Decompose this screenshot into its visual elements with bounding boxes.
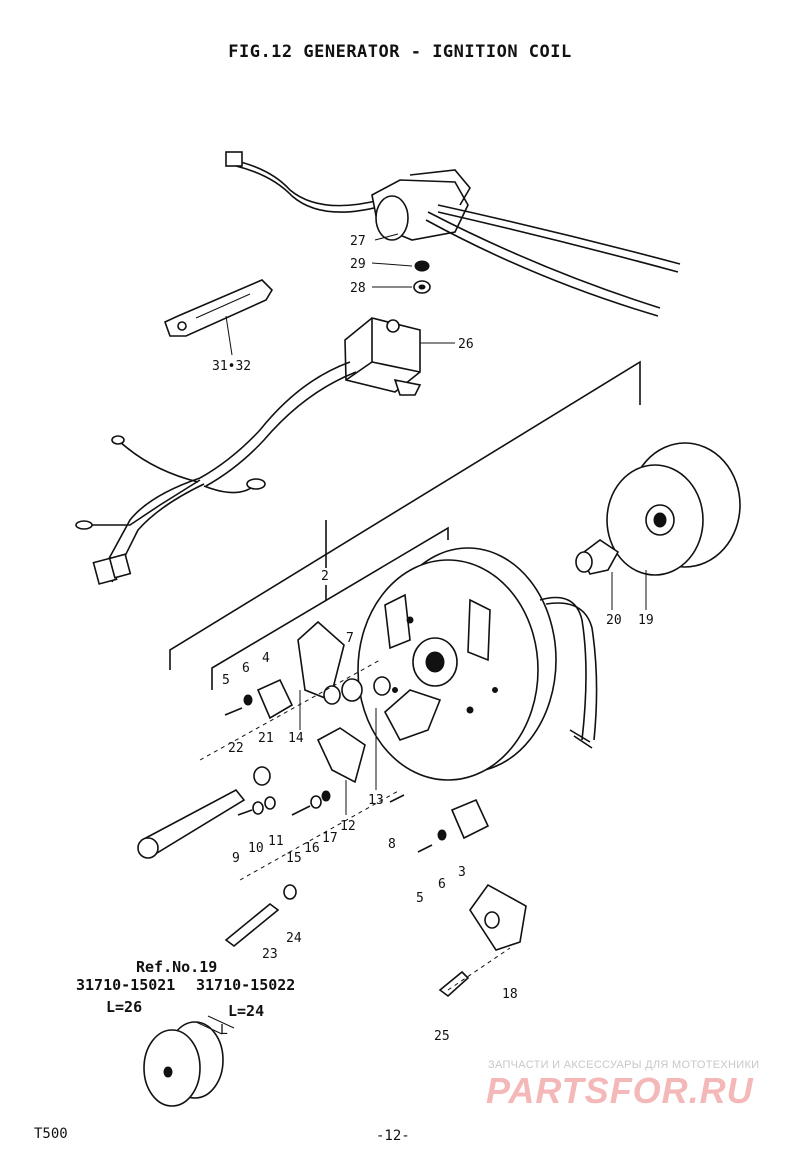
callout-5b: 5 — [416, 891, 424, 906]
callout-18: 18 — [502, 987, 518, 1002]
callout-4: 4 — [262, 651, 270, 666]
ref-length-b: L=24 — [228, 1002, 265, 1020]
spacer-20 — [575, 539, 620, 610]
callout-11: 11 — [268, 834, 284, 849]
callout-5a: 5 — [222, 673, 230, 688]
group-bracket-2 — [169, 360, 641, 690]
screw-15 — [291, 805, 311, 816]
callout-25: 25 — [434, 1029, 450, 1044]
ref-part-a: 31710-15021 — [76, 976, 176, 994]
contact-breaker-12 — [316, 727, 366, 815]
figure-title: FIG.12 GENERATOR - IGNITION COIL — [228, 42, 572, 62]
washer-7 — [323, 676, 391, 705]
washer-11 — [264, 796, 276, 810]
stator-base — [357, 547, 598, 781]
dashed-guide — [199, 659, 511, 991]
callout-16: 16 — [304, 841, 320, 856]
shaft-22 — [137, 788, 246, 859]
ref-heading: Ref.No.19 — [136, 958, 218, 976]
callout-22: 22 — [228, 741, 244, 756]
washer-21 — [253, 766, 271, 786]
callout-29: 29 — [350, 257, 366, 272]
callout-6b: 6 — [438, 877, 446, 892]
ref-length-a: L=26 — [106, 998, 143, 1016]
callout-7: 7 — [346, 631, 354, 646]
callout-6a: 6 — [242, 661, 250, 676]
callout-27: 27 — [350, 234, 366, 249]
callout-31-32: 31•32 — [212, 359, 251, 374]
callout-8: 8 — [388, 837, 396, 852]
nut-28 — [372, 280, 431, 294]
screw-5a — [224, 707, 243, 716]
callout-15: 15 — [286, 851, 302, 866]
callout-26: 26 — [458, 337, 474, 352]
watermark-logo: PARTSFOR.RU — [486, 1070, 754, 1111]
clamp-3 — [450, 798, 490, 840]
washer-24 — [283, 884, 297, 900]
ref-rotor-drawing — [143, 1015, 235, 1107]
washer-17 — [321, 790, 331, 802]
ref-part-b: 31710-15022 — [196, 976, 296, 994]
callout-21: 21 — [258, 731, 274, 746]
callout-28: 28 — [350, 281, 366, 296]
washer-16 — [310, 795, 322, 809]
watermark-tagline: ЗАПЧАСТИ И АКСЕССУАРЫ ДЛЯ МОТОТЕХНИКИ — [488, 1059, 760, 1071]
contact-breaker-14 — [297, 620, 345, 730]
callout-13: 13 — [368, 793, 384, 808]
nut-29 — [371, 260, 430, 272]
screw-5b — [417, 844, 433, 853]
callout-L: L — [220, 1023, 228, 1038]
screw-25 — [438, 970, 470, 998]
screw-8 — [389, 794, 405, 803]
rotor-19 — [606, 442, 741, 610]
callout-3: 3 — [458, 865, 466, 880]
callout-14: 14 — [288, 731, 304, 746]
callout-12: 12 — [340, 819, 356, 834]
screw-23 — [224, 902, 280, 948]
callout-20: 20 — [606, 613, 622, 628]
page-number: -12- — [376, 1128, 410, 1144]
model-label: T500 — [34, 1126, 68, 1142]
bracket-31-32 — [164, 279, 274, 356]
callout-24: 24 — [286, 931, 302, 946]
callout-19: 19 — [638, 613, 654, 628]
clamp-4 — [256, 678, 294, 720]
callout-17: 17 — [322, 831, 338, 846]
ignition-coil-27 — [225, 151, 681, 317]
washer-10 — [252, 801, 264, 815]
callout-23: 23 — [262, 947, 278, 962]
callout-10: 10 — [248, 841, 264, 856]
washer-6a — [243, 694, 253, 706]
contact-breaker-13 — [375, 689, 442, 790]
washer-6b — [437, 829, 447, 841]
contact-box-26 — [75, 317, 455, 585]
callout-9: 9 — [232, 851, 240, 866]
screw-9 — [237, 809, 253, 816]
cover-18 — [469, 883, 527, 951]
callout-2: 2 — [321, 569, 329, 584]
